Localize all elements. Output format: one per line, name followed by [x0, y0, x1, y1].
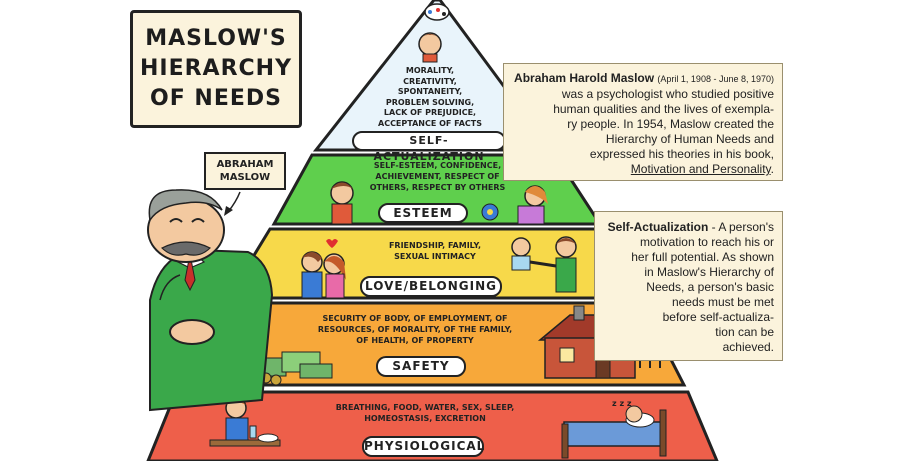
label-safety: SAFETY: [376, 356, 466, 377]
bio-book-line: Motivation and Personality.: [630, 162, 774, 176]
title-box: MASLOW'S HIERARCHY OF NEEDS: [130, 10, 302, 128]
label-physiological: PHYSIOLOGICAL: [362, 436, 484, 457]
name-tag: ABRAHAM MASLOW: [204, 152, 286, 190]
self-line: achieved.: [722, 340, 774, 354]
self-line: needs must be met: [671, 295, 774, 309]
bio-heading: Abraham Harold Maslow (April 1, 1908 - J…: [512, 71, 774, 87]
self-heading: Self-Actualization - A person's: [607, 220, 774, 234]
bio-name: Abraham Harold Maslow: [514, 71, 655, 85]
need-line: MORALITY,: [405, 66, 455, 75]
self-line: her full potential. As shown: [631, 250, 774, 264]
svg-text:z z z: z z z: [612, 399, 632, 408]
physiological-needs: BREATHING, FOOD, WATER, SEX, SLEEP, HOME…: [320, 402, 530, 424]
esteem-figures: [330, 181, 548, 225]
self-line: motivation to reach his or: [639, 235, 774, 249]
bio-line: was a psychologist who studied positive: [561, 87, 774, 101]
self-line: in Maslow's Hierarchy of: [644, 265, 774, 279]
self-line: tion can be: [715, 325, 774, 339]
need-line: BREATHING, FOOD, WATER, SEX, SLEEP,: [335, 403, 515, 412]
need-line: SEXUAL INTIMACY: [394, 252, 476, 261]
need-line: SECURITY OF BODY, OF EMPLOYMENT, OF: [322, 314, 508, 323]
self-line: Needs, a person's basic: [646, 280, 774, 294]
name-tag-line-1: ABRAHAM: [216, 159, 274, 170]
need-line: LACK OF PREJUDICE,: [383, 108, 477, 117]
self-actualization-needs: MORALITY, CREATIVITY, SPONTANEITY, PROBL…: [355, 66, 505, 129]
bio-info-panel: Abraham Harold Maslow (April 1, 1908 - J…: [503, 63, 783, 181]
self-actualization-info-panel: Self-Actualization - A person's motivati…: [594, 211, 783, 361]
need-line: CREATIVITY,: [403, 76, 457, 86]
need-line: OTHERS, RESPECT BY OTHERS: [369, 183, 506, 192]
sleeping-person: z z z: [561, 399, 667, 459]
maslow-character: [147, 189, 274, 412]
bio-line: Hierarchy of Human Needs and: [605, 132, 774, 146]
need-line: ACCEPTANCE OF FACTS: [378, 118, 482, 128]
name-tag-line-2: MASLOW: [219, 172, 271, 183]
bio-line: ry people. In 1954, Maslow created the: [567, 117, 774, 131]
safety-needs: SECURITY OF BODY, OF EMPLOYMENT, OF RESO…: [300, 313, 530, 346]
need-line: SELF-ESTEEM, CONFIDENCE,: [373, 161, 502, 170]
bio-line: expressed his theories in his book,: [589, 147, 774, 161]
label-esteem: ESTEEM: [378, 203, 468, 223]
need-line: PROBLEM SOLVING,: [385, 97, 475, 107]
esteem-needs: SELF-ESTEEM, CONFIDENCE, ACHIEVEMENT, RE…: [355, 160, 520, 193]
thinker-figure: [418, 3, 450, 63]
bio-dates: (April 1, 1908 - June 8, 1970): [657, 74, 774, 84]
title-line-1: MASLOW'S: [145, 26, 287, 51]
label-love-belonging: LOVE/BELONGING: [360, 276, 502, 297]
love-figures: [301, 236, 577, 299]
book-title: Motivation and Personality: [630, 162, 771, 176]
self-term: Self-Actualization: [607, 220, 709, 234]
label-self-actualization: SELF-ACTUALIZATION: [352, 131, 506, 163]
need-line: HOMEOSTASIS, EXCRETION: [364, 414, 486, 423]
bio-line: human qualities and the lives of exempla…: [553, 102, 774, 116]
love-needs: FRIENDSHIP, FAMILY, SEXUAL INTIMACY: [365, 240, 505, 262]
need-line: RESOURCES, OF MORALITY, OF THE FAMILY,: [317, 325, 513, 334]
need-line: FRIENDSHIP, FAMILY,: [388, 241, 482, 250]
title-line-3: OF NEEDS: [150, 86, 282, 111]
need-line: ACHIEVEMENT, RESPECT OF: [375, 172, 500, 181]
need-line: OF HEALTH, OF PROPERTY: [356, 336, 474, 345]
need-line: SPONTANEITY,: [397, 87, 463, 96]
self-line: before self-actualiza-: [662, 310, 774, 324]
title-line-2: HIERARCHY: [139, 56, 293, 81]
